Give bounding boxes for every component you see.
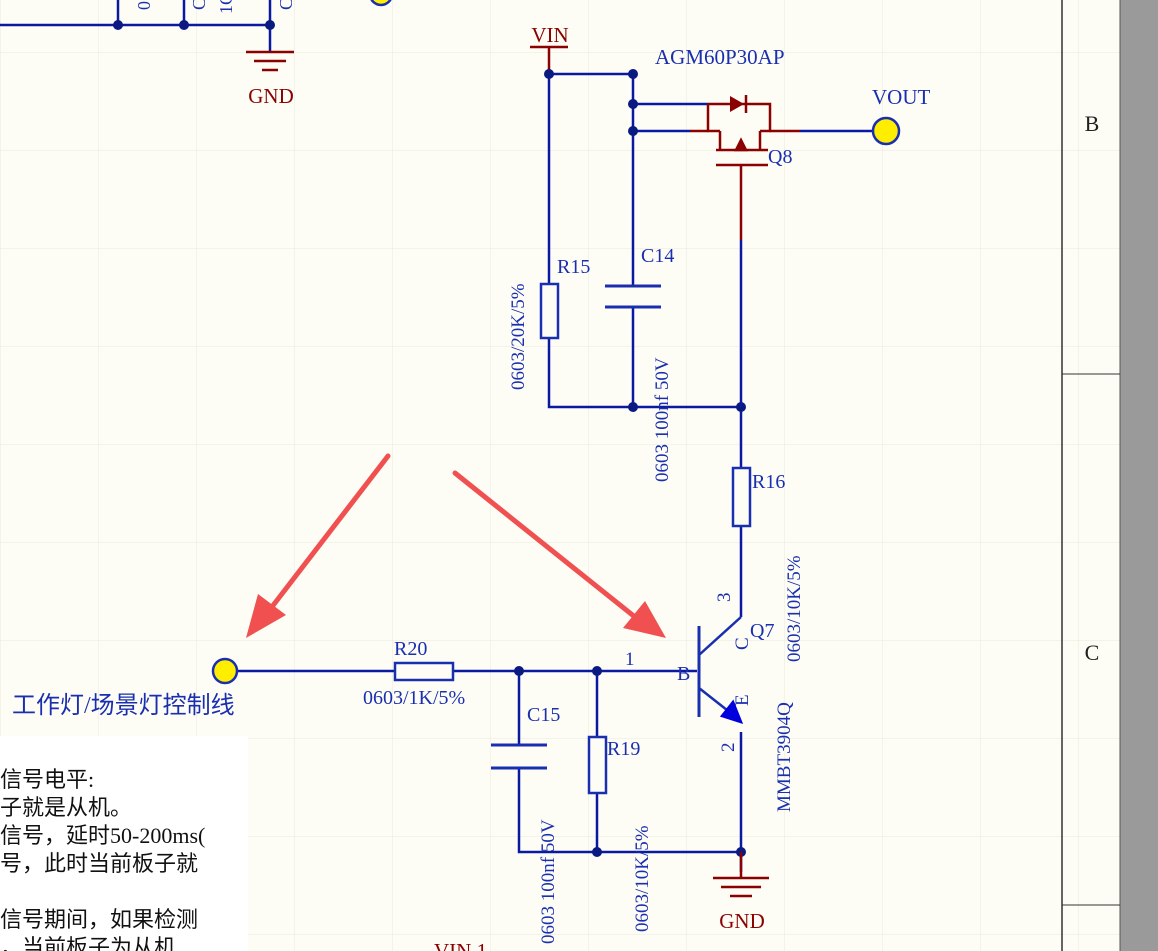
q7-npn-transistor [697,616,744,724]
junction-dot [628,99,638,109]
q7-emitter-label: E [732,694,753,706]
r15-ref-label: R15 [557,256,590,278]
r16-value-label: 0603/10K/5% [784,555,805,662]
junction-dot [592,847,602,857]
gnd-symbol-bottom [713,852,769,898]
partial-label: 1C [216,0,236,14]
arrow-left-head [246,594,286,638]
note-line: 信号，延时50-200ms( [0,823,206,848]
zone-label-b: B [1085,111,1100,136]
note-line: 信号期间，如果检测 [0,907,199,932]
vin-label: VIN [531,23,568,47]
r20-value-label: 0603/1K/5% [363,687,465,709]
note-line: 子就是从机。 [0,795,133,820]
junction-dot [592,666,602,676]
q8-ref-label: Q8 [768,146,792,168]
q7-pin2-label: 2 [718,743,739,753]
zone-label-c: C [1085,640,1100,665]
c15-capacitor [491,743,547,770]
note-panel: 信号电平: 子就是从机。 信号，延时50-200ms( 号，此时当前板子就 信号… [0,736,248,951]
r19-ref-label: R19 [607,738,640,760]
note-line: 信号电平: [0,767,95,792]
q7-part-label: MMBT3904Q [774,702,795,812]
r19-value-label: 0603/10K/5% [632,825,653,932]
c14-value-label: 0603 100nf 50V [652,357,673,482]
annotation-arrows [246,453,666,638]
vout-label: VOUT [872,85,930,109]
q7-ref-label: Q7 [750,620,774,642]
note-line: 号，此时当前板子就 [0,851,199,876]
r16-resistor [731,466,752,528]
partial-port [370,0,392,7]
junction-dot [265,20,275,30]
c14-capacitor [605,284,661,309]
sheet-border: B C [1061,0,1158,951]
gnd-label-top: GND [248,84,294,108]
arrow-right-head [623,601,666,638]
vout-port [871,116,901,146]
junction-dot [628,126,638,136]
q7-collector-label: C [732,637,753,650]
r20-ref-label: R20 [394,638,427,660]
partial-label: C [276,0,296,10]
c15-value-label: 0603 100nf 50V [538,819,559,944]
junction-dot [514,666,524,676]
junction-dot [544,69,554,79]
r20-resistor [393,661,455,682]
partial-label: C [189,0,209,10]
top-left-partial-circuit: 0. C 1C C GND [0,0,392,108]
junction-dot [628,69,638,79]
junction-dot [628,402,638,412]
q7-pin1-label: 1 [625,649,635,670]
arrow-right [452,470,643,624]
q7-pin3-label: 3 [714,593,735,603]
control-line-label: 工作灯/场景灯控制线 [12,692,235,719]
c15-ref-label: C15 [527,704,560,726]
q8-part-label: AGM60P30AP [655,45,785,69]
r15-resistor [539,282,560,340]
r15-value-label: 0603/20K/5% [508,283,529,390]
gnd-label-bottom: GND [719,909,765,933]
wires [237,72,872,872]
control-line-port [211,657,239,685]
vin-power-port: VIN [530,23,569,74]
junction-dot [179,20,189,30]
r16-ref-label: R16 [752,471,785,493]
partial-label: 0. [134,0,154,10]
vin-partial-label: VIN 1 [434,939,487,951]
q8-mosfet-symbol [690,95,800,212]
c14-ref-label: C14 [641,245,674,267]
r19-resistor [587,735,608,795]
note-line: ，当前板子为从机 [0,935,177,951]
junction-dot [113,20,123,30]
q7-base-label: B [677,663,690,685]
gnd-symbol-top [246,50,294,72]
arrow-left [265,453,391,615]
